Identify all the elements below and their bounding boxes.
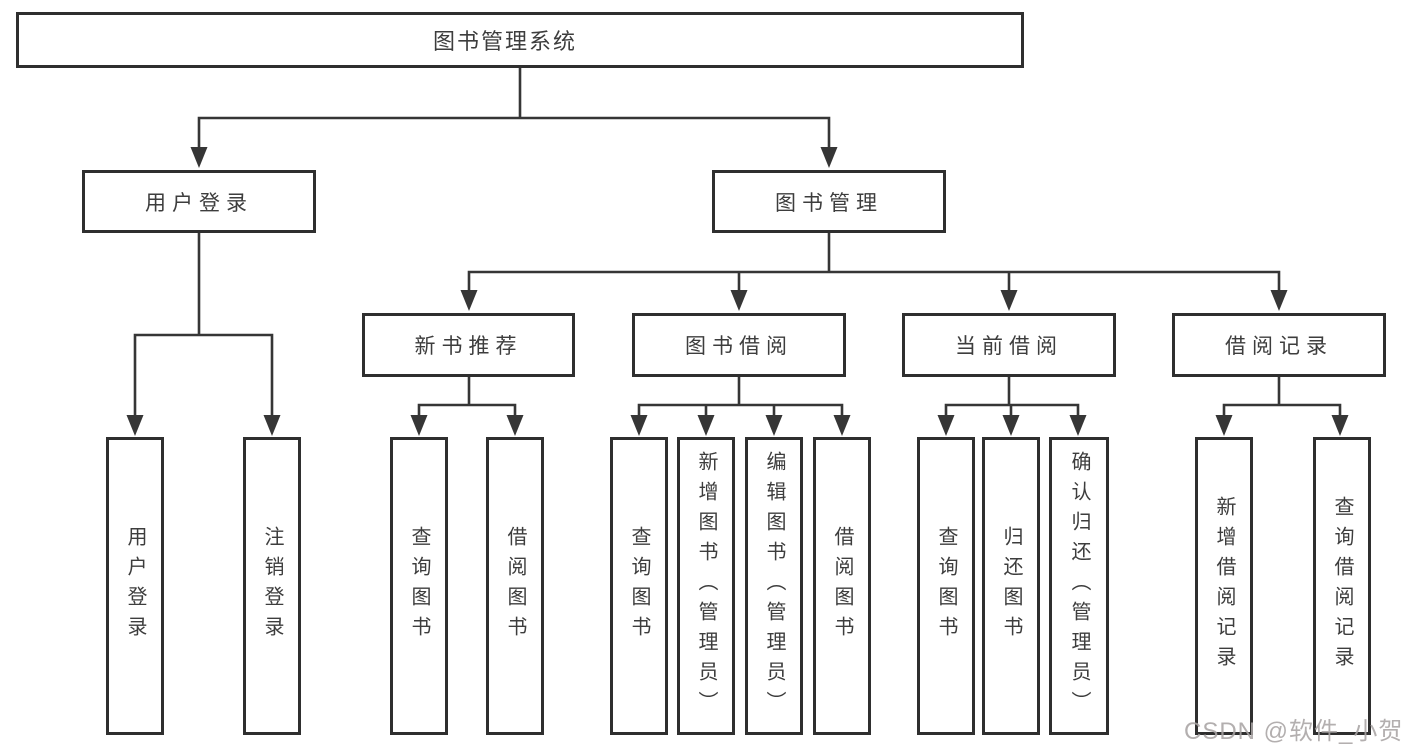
leaf-current-query-books: 查询图书 bbox=[917, 437, 975, 735]
leaf-records-query-borrow-record: 查询借阅记录 bbox=[1313, 437, 1371, 735]
leaf-borrowing-borrow-books: 借阅图书 bbox=[813, 437, 871, 735]
connector-borrowing-records-children bbox=[1215, 377, 1349, 436]
leaf-borrowing-edit-books-admin: 编辑图书（管理员） bbox=[745, 437, 803, 735]
leaf-user-login: 用户登录 bbox=[106, 437, 164, 735]
node-user-login: 用户登录 bbox=[82, 170, 316, 233]
csdn-watermark: CSDN @软件_小贺同学 bbox=[1184, 718, 1405, 745]
node-book-borrowing: 图书借阅 bbox=[632, 313, 846, 377]
connector-root-to-level2 bbox=[190, 68, 838, 168]
connector-book-management-children bbox=[460, 233, 1288, 311]
connector-user-login-children bbox=[126, 233, 281, 436]
node-library-management-system: 图书管理系统 bbox=[16, 12, 1024, 68]
leaf-borrowing-query-books: 查询图书 bbox=[610, 437, 668, 735]
node-book-management: 图书管理 bbox=[712, 170, 946, 233]
node-borrowing-records: 借阅记录 bbox=[1172, 313, 1386, 377]
node-current-borrowing: 当前借阅 bbox=[902, 313, 1116, 377]
leaf-current-confirm-return-admin: 确认归还（管理员） bbox=[1049, 437, 1109, 735]
connector-book-borrowing-children bbox=[630, 377, 851, 436]
connector-current-borrowing-children bbox=[937, 377, 1087, 436]
leaf-recommend-borrow-books: 借阅图书 bbox=[486, 437, 544, 735]
leaf-recommend-query-books: 查询图书 bbox=[390, 437, 448, 735]
leaf-logout: 注销登录 bbox=[243, 437, 301, 735]
leaf-current-return-books: 归还图书 bbox=[982, 437, 1040, 735]
leaf-borrowing-add-books-admin: 新增图书（管理员） bbox=[677, 437, 735, 735]
connector-new-book-recommend-children bbox=[410, 377, 524, 436]
leaf-records-add-borrow-record: 新增借阅记录 bbox=[1195, 437, 1253, 735]
node-new-book-recommend: 新书推荐 bbox=[362, 313, 575, 377]
